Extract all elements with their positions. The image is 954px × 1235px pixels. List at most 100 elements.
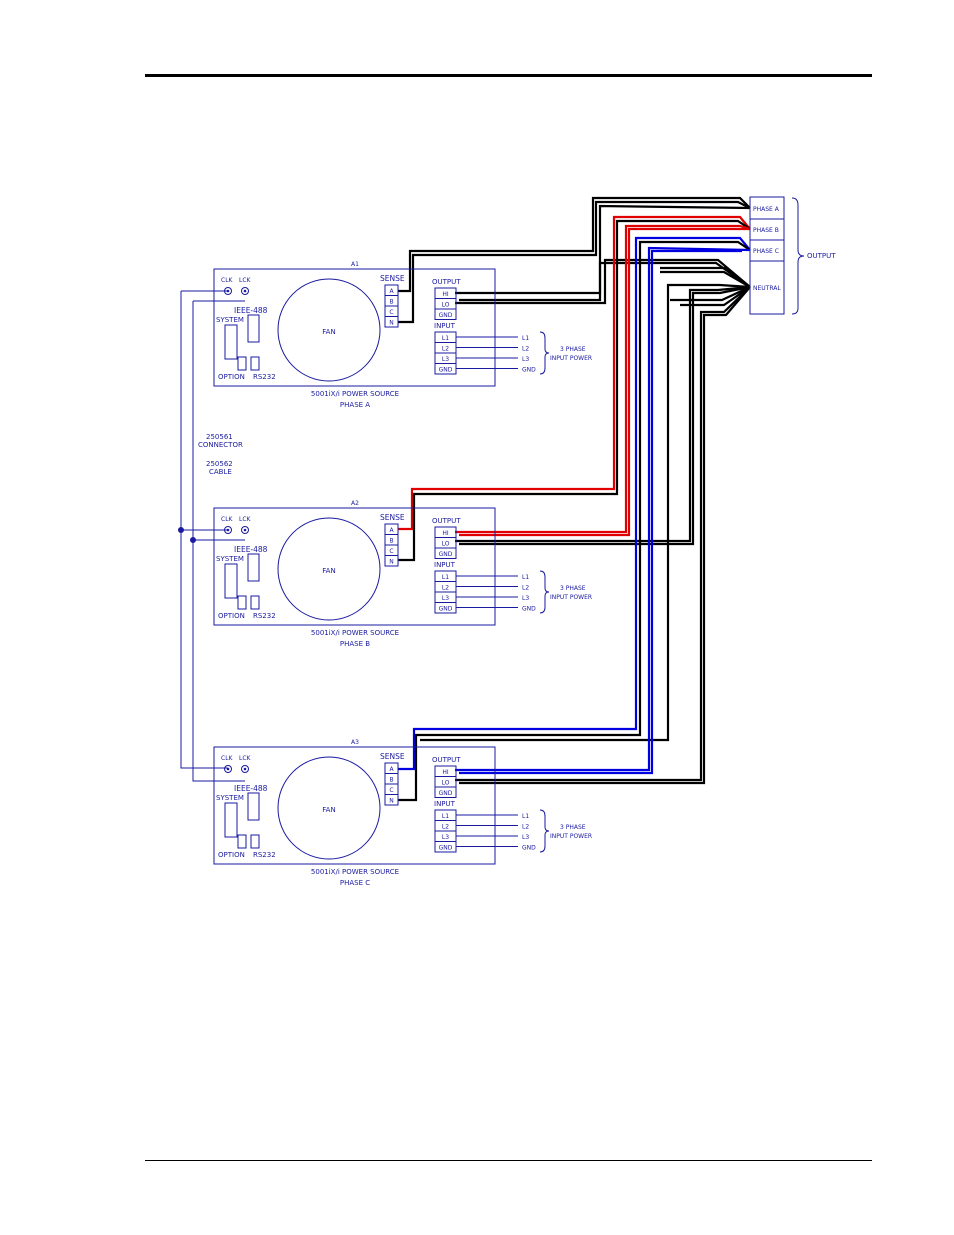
clk-connector-pin [226, 289, 230, 293]
fan-icon [277, 278, 381, 382]
fan-label: FAN [322, 806, 335, 814]
ieee-488-label: IEEE-488 [234, 545, 268, 554]
sense-label: SENSE [380, 513, 405, 522]
lck-label: LCK [239, 277, 252, 284]
output-label: OUTPUT [807, 252, 836, 260]
input-section-label: INPUT [434, 322, 456, 330]
sense-terminal-label: B [389, 538, 393, 545]
sense-terminal-label: B [389, 299, 393, 306]
wire-neutral-4 [680, 286, 751, 307]
output-terminal-block: PHASE A PHASE B PHASE C NEUTRAL OUTPUT [749, 196, 836, 315]
input-line-label: L3 [522, 595, 529, 602]
input-line-label: L2 [522, 585, 529, 592]
unit-phase-label: PHASE C [340, 879, 370, 887]
sense-terminal-label: N [389, 798, 394, 805]
output-terminal-label: GND [439, 312, 453, 319]
input-line-label: L3 [522, 356, 529, 363]
clk-connector-icon [224, 526, 232, 534]
unit-id: A3 [351, 739, 359, 746]
unit-model-label: 5001iX/i POWER SOURCE [311, 868, 399, 876]
input-power-label-1: 3 PHASE [560, 824, 586, 831]
wire-a3-sense-x [420, 283, 751, 742]
unit-housing [213, 507, 496, 626]
option-port [237, 834, 247, 849]
input-line-label: L1 [522, 813, 529, 820]
output-terminal [434, 786, 457, 798]
input-terminal-label: L3 [442, 356, 449, 363]
input-terminal-label: L1 [442, 813, 449, 820]
option-label: OPTION [218, 373, 245, 381]
sense-terminal-label: N [389, 559, 394, 566]
wire-a2-hi-b [459, 227, 750, 537]
input-power-brace [539, 809, 550, 853]
unit-housing [213, 268, 496, 387]
system-label: SYSTEM [216, 794, 244, 802]
output-terminal-label: HI [442, 291, 449, 298]
wire-a2-sense-a [398, 215, 751, 531]
input-power-brace [539, 331, 550, 375]
wire-a3-hi-b [459, 249, 742, 775]
fan-label: FAN [322, 567, 335, 575]
sense-label: SENSE [380, 274, 405, 283]
output-terminal-label: LO [442, 541, 450, 548]
rs232-label: RS232 [253, 851, 276, 859]
sense-terminal [384, 316, 399, 328]
lck-label: LCK [239, 516, 252, 523]
lck-connector-pin [243, 289, 247, 293]
output-term-phase-c: PHASE C [753, 248, 779, 255]
cable-label: 250562 CABLE [206, 460, 233, 476]
sense-terminal-label: A [389, 766, 394, 773]
unit-model-label: 5001iX/i POWER SOURCE [311, 629, 399, 637]
input-terminal-label: L1 [442, 335, 449, 342]
rs232-port [250, 356, 260, 371]
option-label: OPTION [218, 851, 245, 859]
input-section-label: INPUT [434, 561, 456, 569]
wire-neutral-3 [670, 286, 751, 302]
cable-part-number: 250562 [206, 460, 233, 468]
input-terminal-label: L3 [442, 834, 449, 841]
input-terminal-label: L1 [442, 574, 449, 581]
wire-a1-lo-b [459, 261, 751, 302]
output-terminal [434, 547, 457, 559]
ieee-488-port [247, 792, 260, 821]
output-brace [791, 197, 805, 315]
input-power-label-2: INPUT POWER [550, 833, 592, 840]
clk-connector-pin [226, 528, 230, 532]
wire-a1-sense-a [398, 196, 751, 293]
wire-a3-sense-a [398, 236, 751, 771]
sense-terminal-label: A [389, 288, 394, 295]
wire-a3-sense-n [398, 240, 751, 802]
fan-icon [277, 517, 381, 621]
input-terminal-label: L2 [442, 824, 449, 831]
output-terminal-label: GND [439, 551, 453, 558]
input-section-label: INPUT [434, 800, 456, 808]
input-terminal-label: GND [439, 845, 453, 852]
option-port [237, 595, 247, 610]
input-terminal-label: L2 [442, 346, 449, 353]
sense-terminal [384, 794, 399, 806]
output-terminal-label: HI [442, 530, 449, 537]
input-line-label: L2 [522, 824, 529, 831]
input-power-label-1: 3 PHASE [560, 585, 586, 592]
wire-a3-lo [455, 286, 751, 782]
input-line-label: L2 [522, 346, 529, 353]
sense-terminal [384, 555, 399, 567]
output-terminal-label: GND [439, 790, 453, 797]
lck-connector-icon [241, 526, 249, 534]
unit-id: A1 [351, 261, 359, 268]
cable-name: CABLE [209, 468, 232, 476]
output-terminal-label: LO [442, 302, 450, 309]
input-terminal-label: GND [439, 606, 453, 613]
input-terminal-label: L2 [442, 585, 449, 592]
clk-bus [180, 290, 245, 782]
output-term-phase-b: PHASE B [753, 227, 779, 234]
unit-housing [213, 746, 496, 865]
wire-a1-sense-n [398, 200, 751, 324]
ieee-488-port [247, 314, 260, 343]
connector-label: 250561 CONNECTOR [198, 433, 243, 449]
rs232-label: RS232 [253, 373, 276, 381]
system-label: SYSTEM [216, 555, 244, 563]
input-power-brace [539, 570, 550, 614]
